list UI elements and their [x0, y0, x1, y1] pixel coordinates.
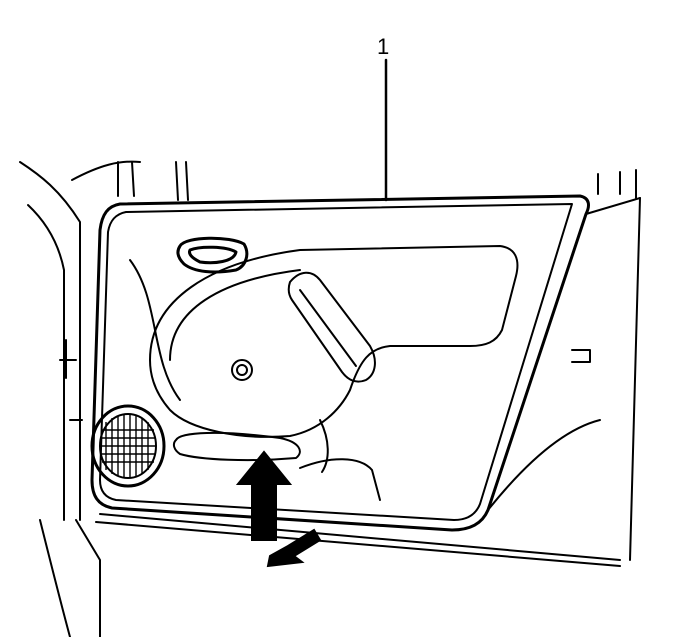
speaker-grille [90, 404, 166, 488]
armrest [129, 245, 519, 501]
door-panel [90, 194, 641, 567]
door-handle [176, 236, 249, 274]
callout-label-1: 1 [377, 34, 390, 59]
move-arrow-icon [235, 450, 322, 568]
door-frame [19, 160, 641, 638]
window-crank-knob [231, 359, 253, 381]
